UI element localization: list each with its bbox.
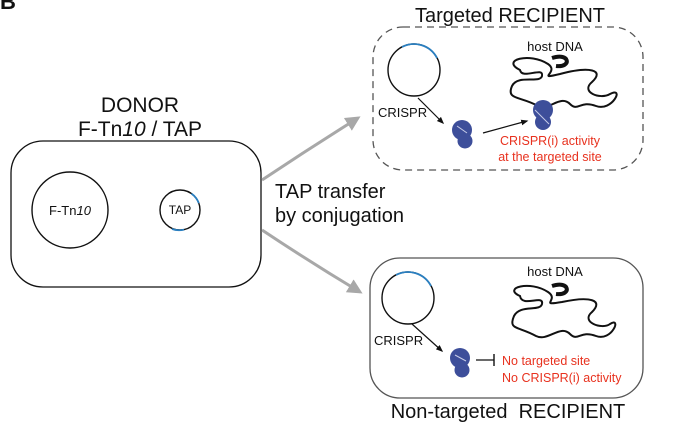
f-tn10-label: F-Tn10 bbox=[49, 203, 92, 218]
host-dna-loop-targeted bbox=[551, 54, 569, 69]
host-dna-loop-nontargeted bbox=[551, 282, 569, 297]
targeted-title: Targeted RECIPIENT bbox=[415, 5, 605, 27]
crispr-label-nontargeted: CRISPR bbox=[374, 333, 423, 348]
expression-arrow-targeted bbox=[417, 97, 445, 125]
donor-cell bbox=[10, 140, 262, 288]
activity-text-nontargeted-2: No CRISPR(i) activity bbox=[502, 371, 622, 385]
host-dna-label-nontargeted: host DNA bbox=[527, 264, 583, 279]
host-dna-label-targeted: host DNA bbox=[527, 39, 583, 54]
expression-arrow-nontargeted bbox=[411, 323, 444, 352]
crispr-plasmid-nontargeted bbox=[381, 271, 435, 325]
transfer-arrow-top bbox=[261, 116, 361, 182]
tap-label: TAP bbox=[169, 203, 191, 217]
panel-letter: B bbox=[0, 0, 16, 14]
transfer-arrow-bottom bbox=[261, 228, 363, 294]
transfer-label-line1: TAP transfer bbox=[275, 181, 386, 203]
donor-title: DONOR bbox=[101, 94, 179, 117]
tap-plasmid bbox=[159, 189, 201, 232]
host-dna-targeted bbox=[509, 57, 618, 109]
crispr-plasmid-targeted bbox=[387, 43, 441, 97]
f-tn10-plasmid bbox=[31, 171, 109, 249]
binding-arrow-targeted bbox=[482, 119, 529, 134]
donor-subtitle: F-Tn10 / TAP bbox=[78, 118, 202, 141]
crispr-label-targeted: CRISPR bbox=[378, 105, 427, 120]
transfer-label-line2: by conjugation bbox=[275, 205, 404, 227]
nontargeted-title: Non-targeted RECIPIENT bbox=[391, 401, 626, 423]
dcas9-protein-bound bbox=[533, 100, 553, 130]
targeted-cell bbox=[372, 26, 644, 171]
activity-text-targeted-2: at the targeted site bbox=[498, 150, 602, 164]
dcas9-protein-nontargeted bbox=[450, 348, 470, 378]
activity-text-targeted-1: CRISPR(i) activity bbox=[500, 134, 601, 148]
nontargeted-cell bbox=[369, 257, 644, 399]
dcas9-protein-targeted bbox=[452, 120, 473, 149]
host-dna-nontargeted bbox=[511, 284, 617, 339]
activity-text-nontargeted-1: No targeted site bbox=[502, 354, 590, 368]
